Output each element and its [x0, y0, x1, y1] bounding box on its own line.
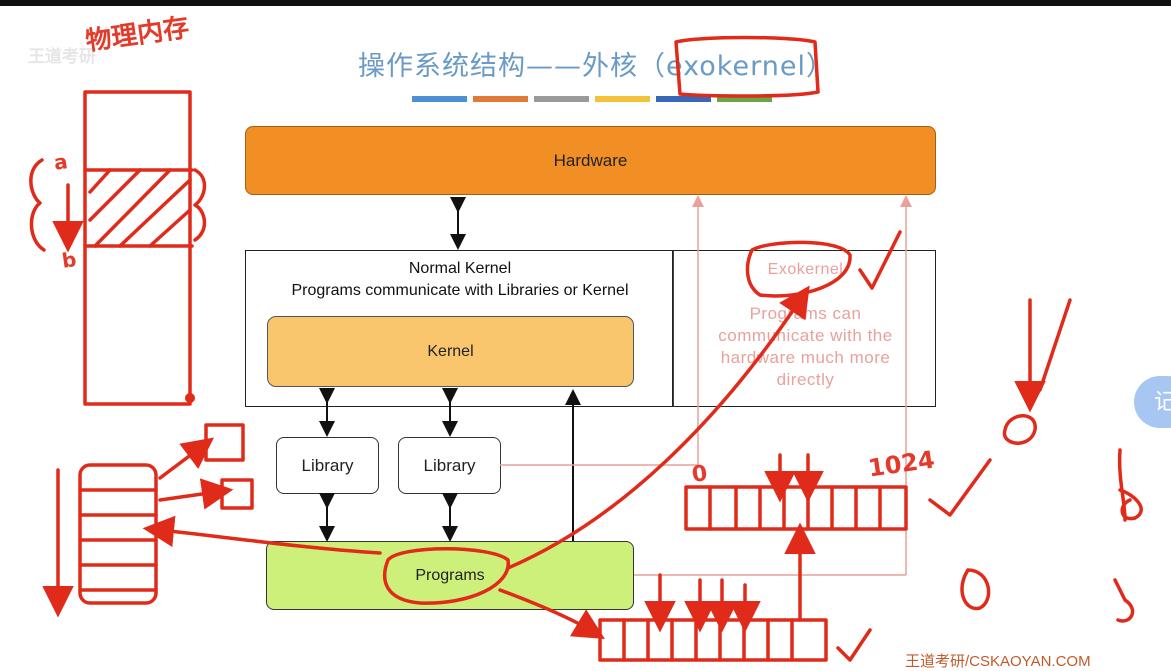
library-label: Library: [423, 455, 476, 475]
hardware-label: Hardware: [553, 150, 628, 170]
pen-tip-icon: [185, 393, 195, 403]
library-label: Library: [301, 455, 354, 475]
side-note-button[interactable]: 记: [1134, 376, 1171, 428]
hardware-box: Hardware: [245, 126, 936, 195]
watermark: 王道考研: [28, 47, 96, 66]
color-bar-segment: [656, 96, 711, 102]
note-label-0: 0: [690, 461, 709, 488]
exokernel-connectors: [500, 195, 912, 576]
top-bar: [0, 0, 1171, 6]
kernel-label: Kernel: [427, 342, 474, 360]
handwriting-annotations: [29, 35, 1143, 662]
kernel-box: Kernel: [267, 316, 634, 387]
color-bar-segment: [717, 96, 772, 102]
normal-kernel-subtitle: Programs communicate with Libraries or K…: [291, 282, 629, 299]
color-bar-segment: [412, 96, 467, 102]
exokernel-desc-line: directly: [776, 370, 835, 389]
library-box-1: Library: [276, 437, 379, 494]
exokernel-desc-line: communicate with the: [718, 326, 893, 345]
connector-arrows: [319, 197, 581, 542]
slide-title: 操作系统结构——外核（exokernel）: [358, 51, 834, 82]
footer-brand: 王道考研/CSKAOYAN.COM: [905, 653, 1091, 670]
programs-label: Programs: [415, 566, 485, 584]
color-bar-segment: [595, 96, 650, 102]
exokernel-label: Exokernel: [767, 261, 844, 278]
programs-box: Programs: [266, 541, 634, 610]
normal-kernel-title: Normal Kernel: [408, 260, 512, 277]
color-bar-segment: [534, 96, 589, 102]
library-box-2: Library: [398, 437, 501, 494]
color-bar-segment: [473, 96, 528, 102]
